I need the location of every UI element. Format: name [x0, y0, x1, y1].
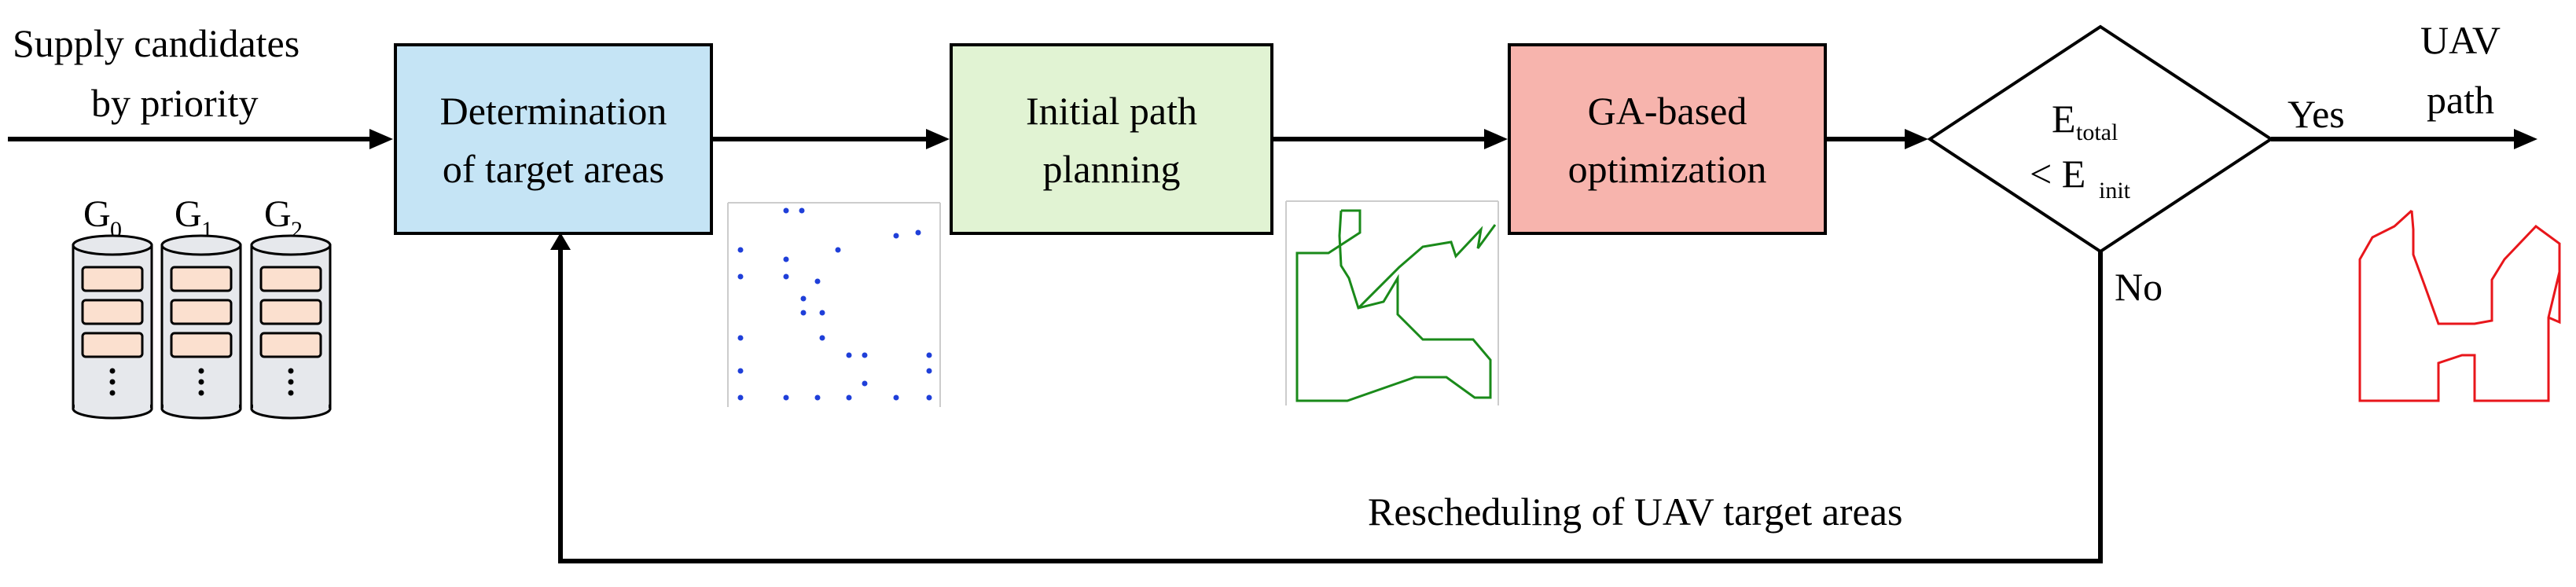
svg-text:total: total [2076, 119, 2118, 145]
decision-condition-line1: E total [2052, 97, 2118, 145]
target-point [846, 394, 852, 401]
database-icon-g1 [160, 234, 242, 420]
input-label-line1: Supply candidates [13, 21, 299, 65]
database-slot [170, 266, 233, 292]
svg-text:init: init [2099, 178, 2131, 204]
output-label-line2: path [2427, 78, 2494, 122]
target-point [926, 394, 932, 401]
arrowhead-feedback [550, 233, 571, 250]
svg-text:< E: < E [2030, 152, 2085, 196]
determination-line1: Determination [440, 89, 667, 133]
target-point [783, 394, 789, 401]
input-label-line2: by priority [91, 81, 258, 125]
target-point [799, 207, 805, 214]
target-point [926, 352, 932, 358]
target-point [737, 247, 744, 253]
arrowhead-decision [1905, 129, 1928, 149]
svg-text:G: G [264, 193, 292, 235]
no-label: No [2115, 265, 2163, 309]
svg-text:G: G [83, 193, 111, 235]
database-ellipsis-dot [198, 368, 204, 374]
target-point [737, 368, 744, 374]
target-point [915, 229, 921, 236]
target-point [800, 310, 807, 316]
database-slot [81, 266, 144, 292]
target-point [819, 310, 825, 316]
database-slot [170, 332, 233, 358]
initial-planning-box [950, 43, 1273, 235]
determination-box [394, 43, 713, 235]
database-ellipsis-dot [288, 390, 294, 396]
database-ellipsis-dot [198, 390, 204, 396]
ga-optimization-line1: GA-based [1588, 89, 1747, 133]
database-slot [81, 299, 144, 325]
target-point [800, 295, 807, 302]
database-slot [170, 299, 233, 325]
feedback-label: Rescheduling of UAV target areas [1368, 490, 1902, 534]
initial-planning-line1: Initial path [1026, 89, 1197, 133]
target-point [893, 394, 899, 401]
target-point [893, 233, 899, 239]
database-slot [81, 332, 144, 358]
target-point [862, 352, 868, 358]
target-point [737, 273, 744, 280]
target-point [862, 380, 868, 387]
arrowhead-initial [926, 129, 950, 149]
yes-label: Yes [2288, 92, 2345, 136]
target-point [783, 207, 789, 214]
determination-line2: of target areas [443, 147, 664, 191]
output-label-line1: UAV [2420, 18, 2501, 62]
database-ellipsis-dot [288, 379, 294, 385]
decision-condition-line2: < E init [2030, 152, 2131, 204]
arrowhead-output [2514, 129, 2537, 149]
target-point [835, 247, 841, 253]
initial-planning-line2: planning [1043, 147, 1181, 191]
target-point [783, 256, 789, 262]
target-point [819, 335, 825, 341]
database-slot [259, 299, 322, 325]
target-point [926, 368, 932, 374]
arrowhead-ga [1484, 129, 1508, 149]
database-ellipsis-dot [198, 379, 204, 385]
target-point [737, 394, 744, 401]
target-point [737, 335, 744, 341]
initial-path-branch [1357, 224, 1497, 310]
database-slot [259, 332, 322, 358]
optimized-path-branch [2548, 272, 2561, 325]
initial-path-thumbnail [1285, 200, 1499, 405]
ga-optimization-box [1508, 43, 1827, 235]
database-icon-g2 [250, 234, 332, 420]
ga-optimization-line2: optimization [1568, 147, 1767, 191]
initial-path-line [1295, 209, 1492, 402]
target-points-thumbnail [727, 202, 941, 407]
arrowhead-input [369, 129, 393, 149]
optimized-path-line [2358, 209, 2561, 402]
target-point [846, 352, 852, 358]
database-ellipsis-dot [109, 368, 116, 374]
database-slot [259, 266, 322, 292]
database-icon-g0 [72, 234, 153, 420]
target-point [814, 394, 821, 401]
svg-text:G: G [175, 193, 202, 235]
target-point [783, 273, 789, 280]
database-ellipsis-dot [288, 368, 294, 374]
feedback-loop-line [558, 245, 2103, 563]
database-ellipsis-dot [109, 390, 116, 396]
svg-text:E: E [2052, 97, 2076, 141]
database-ellipsis-dot [109, 379, 116, 385]
target-point [814, 278, 821, 284]
